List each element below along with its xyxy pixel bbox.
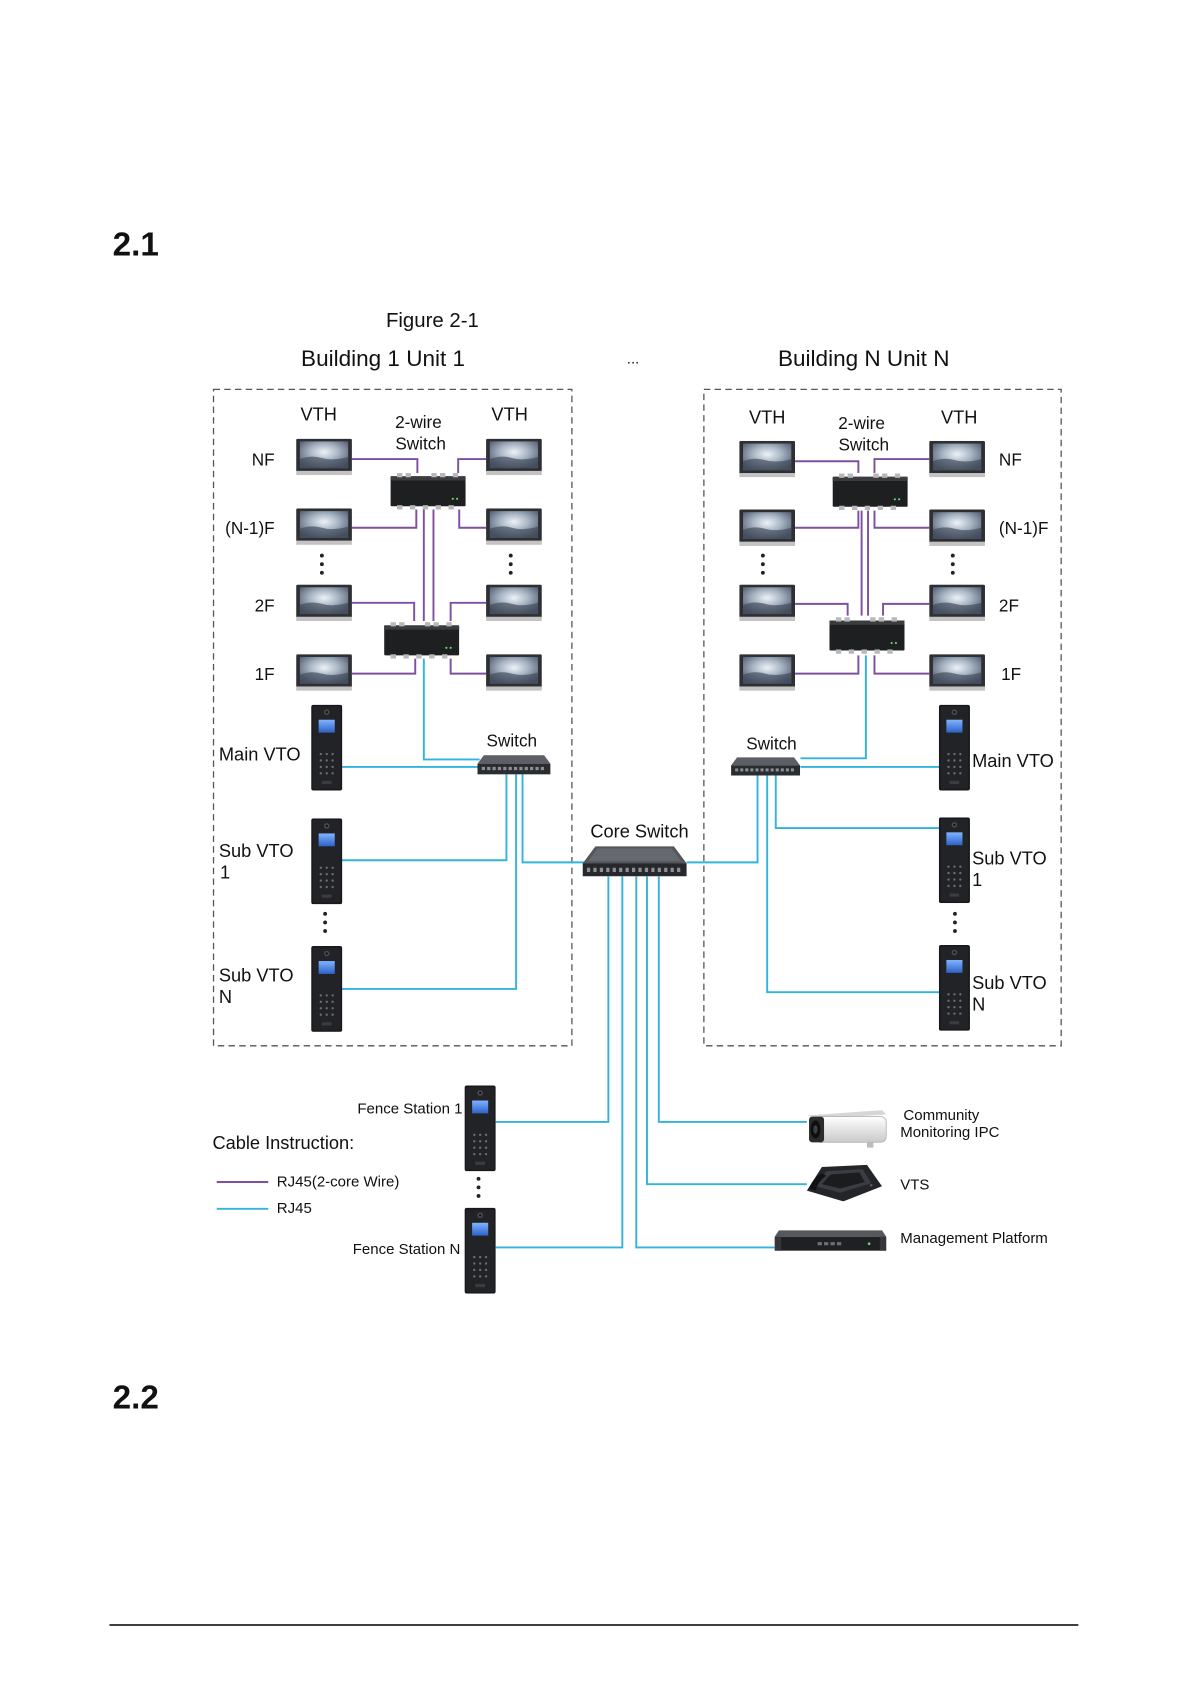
vertical-ellipsis-icon — [760, 553, 765, 575]
building-1-sub-vto-n-label: Sub VTO — [219, 964, 294, 985]
building-n-sub-vto-n-index: N — [972, 993, 985, 1014]
building-1-rj45-cables — [341, 658, 585, 990]
building-1-sub-vto-n-index: N — [219, 986, 232, 1007]
two-wire-switch-icon — [832, 473, 908, 511]
vth-monitor-icon — [929, 654, 985, 691]
door-station-icon — [938, 704, 970, 791]
fence-station-icon — [464, 1207, 496, 1294]
vth-monitor-icon — [296, 508, 352, 545]
vertical-ellipsis-icon — [953, 911, 957, 933]
two-wire-switch-icon — [384, 622, 460, 659]
building-1-title: Building 1 Unit 1 — [301, 346, 465, 371]
vth-monitor-icon — [929, 440, 985, 478]
building-1-floor-n-1: (N-1)F — [225, 518, 275, 538]
vertical-ellipsis-icon — [319, 553, 324, 575]
ipc-label-line1: Community — [903, 1107, 979, 1124]
door-station-icon — [311, 818, 343, 905]
building-n-vth-right-label: VTH — [941, 407, 977, 428]
building-1-two-wire-label-line2: Switch — [395, 433, 446, 453]
door-station-icon — [311, 704, 343, 791]
building-1-sub-vto-1-label: Sub VTO — [219, 840, 294, 861]
vertical-ellipsis-icon — [950, 553, 955, 575]
building-1-floor-2f: 2F — [255, 595, 275, 615]
security-camera-icon — [806, 1109, 887, 1148]
two-wire-switch-icon — [829, 617, 905, 654]
fence-station-1-label: Fence Station 1 — [357, 1100, 462, 1117]
building-n-two-wire-label-line1: 2-wire — [838, 413, 885, 433]
building-n-main-vto-label: Main VTO — [972, 750, 1054, 771]
two-wire-switch-icon — [390, 473, 466, 510]
vth-monitor-icon — [486, 654, 542, 691]
vth-monitor-icon — [739, 509, 796, 546]
core-switch-label: Core Switch — [590, 821, 688, 842]
vertical-ellipsis-icon — [476, 1176, 481, 1198]
building-n-two-wire-label-line2: Switch — [838, 434, 889, 454]
vertical-ellipsis-icon — [508, 553, 513, 575]
building-1-boundary — [212, 388, 573, 1047]
legend-title: Cable Instruction: — [212, 1132, 354, 1153]
building-n-title: Building N Unit N — [778, 346, 949, 371]
fence-station-n-label: Fence Station N — [353, 1241, 461, 1258]
cable-legend: Cable Instruction: RJ45(2-core Wire) RJ4… — [212, 1132, 399, 1217]
building-n-floor-1f: 1F — [1001, 664, 1021, 684]
building-n-rj45-cables — [686, 655, 940, 994]
building-1-two-wire-label-line1: 2-wire — [395, 412, 442, 432]
vth-monitor-icon — [929, 584, 985, 622]
vth-monitor-icon — [739, 584, 796, 622]
vts-console-icon — [806, 1164, 882, 1202]
vth-monitor-icon — [486, 508, 542, 545]
building-1-vth-left-label: VTH — [300, 403, 336, 424]
vth-monitor-icon — [296, 584, 352, 622]
core-rj45-cables — [495, 876, 807, 1249]
building-1-access-switch-label: Switch — [487, 731, 538, 751]
building-1-floor-1f: 1F — [255, 664, 275, 684]
building-1-floor-nf: NF — [252, 450, 275, 470]
fence-station-icon — [464, 1085, 496, 1172]
management-platform-label: Management Platform — [900, 1230, 1048, 1247]
building-n-sub-vto-n-label: Sub VTO — [972, 972, 1047, 993]
legend-label-two-wire: RJ45(2-core Wire) — [277, 1173, 400, 1190]
vth-monitor-icon — [296, 654, 352, 691]
vertical-ellipsis-icon — [323, 911, 328, 933]
server-rack-icon — [774, 1230, 887, 1251]
building-n-access-switch-label: Switch — [746, 734, 797, 754]
building-n-sub-vto-1-label: Sub VTO — [972, 848, 1047, 869]
vth-monitor-icon — [929, 509, 985, 546]
core-switch-icon — [582, 846, 687, 877]
vts-label: VTS — [900, 1177, 929, 1194]
building-n-floor-nf: NF — [999, 450, 1022, 470]
building-n-group: VTH VTH 2-wire Switch NF (N-1)F 2F 1F Sw… — [686, 388, 1062, 1047]
figure-caption: Figure 2-1 — [386, 310, 479, 332]
door-station-icon — [938, 817, 970, 904]
network-switch-icon — [731, 757, 801, 776]
building-n-two-wire-cables — [795, 458, 930, 675]
network-switch-icon — [477, 755, 551, 775]
section-heading-2-1: 2.1 — [113, 226, 159, 263]
vth-monitor-icon — [739, 440, 796, 478]
building-1-two-wire-cables — [351, 458, 487, 675]
vth-monitor-icon — [486, 438, 542, 476]
legend-label-rj45: RJ45 — [277, 1200, 312, 1217]
buildings-ellipsis: ... — [627, 351, 640, 368]
section-heading-2-2: 2.2 — [113, 1379, 159, 1416]
vth-monitor-icon — [296, 438, 352, 476]
building-n-floor-2f: 2F — [999, 595, 1019, 615]
building-n-boundary — [703, 388, 1062, 1047]
ipc-label-line2: Monitoring IPC — [900, 1124, 999, 1141]
building-n-sub-vto-1-index: 1 — [972, 869, 982, 890]
door-station-icon — [311, 946, 343, 1032]
door-station-icon — [938, 944, 970, 1031]
building-n-floor-n-1: (N-1)F — [999, 518, 1049, 538]
building-1-main-vto-label: Main VTO — [219, 743, 301, 764]
vth-monitor-icon — [739, 654, 796, 691]
building-1-group: VTH VTH 2-wire Switch NF (N-1)F 2F 1F Sw… — [212, 388, 585, 1047]
building-1-vth-right-label: VTH — [491, 403, 527, 424]
core-network-group: Core Switch Fence Station 1 Fence Statio… — [353, 821, 1048, 1294]
building-1-sub-vto-1-index: 1 — [220, 861, 230, 882]
building-n-vth-left-label: VTH — [749, 407, 785, 428]
vth-monitor-icon — [486, 584, 542, 622]
